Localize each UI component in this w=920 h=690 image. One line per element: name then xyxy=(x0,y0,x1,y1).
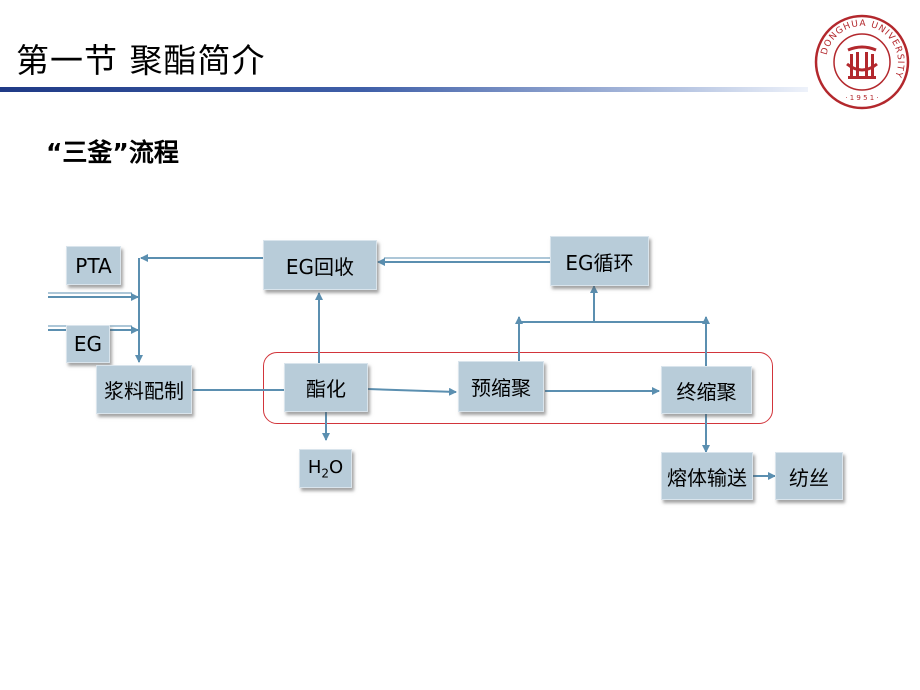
ester-to-prepoly-arrow xyxy=(367,387,457,396)
page-title: 第一节 聚酯简介 xyxy=(16,41,266,80)
section-subtitle: “三釜”流程 xyxy=(46,138,179,167)
node-eg-circulation: EG循环 xyxy=(550,236,649,286)
node-final-polycondensation: 终缩聚 xyxy=(661,366,752,414)
title-divider xyxy=(0,87,808,92)
university-seal-logo: DONGHUA UNIVERSITY · 1 9 5 1 · xyxy=(814,14,910,110)
node-eg-recovery: EG回收 xyxy=(263,240,377,290)
svg-text:· 1 9 5 1 ·: · 1 9 5 1 · xyxy=(845,94,878,102)
seal-icon: DONGHUA UNIVERSITY · 1 9 5 1 · xyxy=(814,14,910,110)
node-prepolycondensation: 预缩聚 xyxy=(458,361,544,412)
node-spinning: 纺丝 xyxy=(775,452,843,500)
node-water: H2O xyxy=(299,449,352,488)
node-pta: PTA xyxy=(66,246,121,285)
node-melt-transfer: 熔体输送 xyxy=(661,452,753,500)
node-esterification: 酯化 xyxy=(284,363,368,412)
node-eg: EG xyxy=(66,325,110,363)
node-slurry-preparation: 浆料配制 xyxy=(96,365,192,414)
